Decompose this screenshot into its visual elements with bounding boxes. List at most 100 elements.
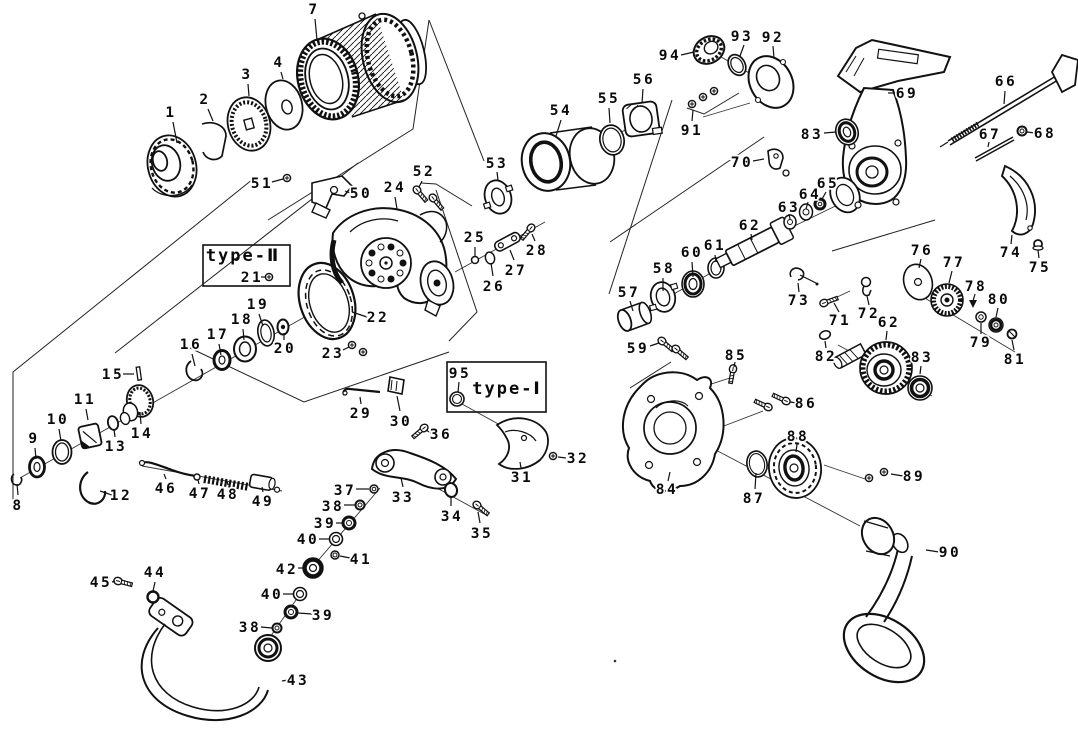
part-label-78: 78 — [963, 277, 987, 302]
svg-text:40: 40 — [261, 587, 283, 603]
svg-text:38: 38 — [322, 499, 344, 515]
drive-gear-drawing — [832, 341, 913, 395]
screw-35-icon — [470, 498, 492, 518]
screw-89a-icon — [879, 467, 889, 477]
part-label-66: 66 — [993, 72, 1017, 105]
svg-text:63: 63 — [778, 200, 800, 216]
spring-clip-73-drawing — [789, 267, 819, 286]
part-label-62: 62 — [737, 216, 761, 241]
svg-text:34: 34 — [441, 509, 463, 525]
side-cover-drawing — [622, 371, 725, 492]
svg-text:85: 85 — [725, 348, 747, 364]
svg-text:25: 25 — [464, 230, 486, 246]
part-label-7: 7 — [307, 0, 319, 41]
screw-21-icon — [264, 272, 274, 282]
part-label-36: 36 — [425, 425, 451, 445]
screw-36-icon — [409, 421, 431, 441]
part-label-54: 54 — [548, 101, 571, 137]
svg-text:57: 57 — [618, 285, 640, 301]
part-label-87: 87 — [741, 472, 765, 509]
svg-text:66: 66 — [995, 74, 1017, 90]
screw-89b-icon — [864, 473, 874, 483]
svg-text:52: 52 — [413, 164, 435, 180]
part-label-24: 24 — [382, 178, 406, 210]
svg-text:93: 93 — [731, 29, 753, 45]
svg-text:35: 35 — [471, 526, 493, 542]
svg-text:74: 74 — [1000, 245, 1022, 261]
svg-text:53: 53 — [486, 156, 508, 172]
nut-75-icon — [1032, 239, 1044, 251]
svg-text:83: 83 — [801, 127, 823, 143]
part-label-60: 60 — [679, 243, 703, 278]
svg-text:55: 55 — [598, 91, 620, 107]
rotor-nut-cap-drawing — [692, 35, 795, 109]
svg-text:23: 23 — [322, 346, 344, 362]
part-label-90: 90 — [925, 543, 960, 563]
svg-text:18: 18 — [231, 312, 253, 328]
anti-reverse-clutch-drawing — [520, 100, 663, 192]
part-label-22: 22 — [351, 308, 388, 328]
svg-text:78: 78 — [965, 279, 987, 295]
part-label-48: 48 — [215, 480, 238, 505]
guide-rod-67-drawing — [974, 136, 1015, 162]
screw-59b-icon — [669, 342, 691, 362]
part-label-15: 15 — [100, 365, 134, 385]
part-label-23: 23 — [320, 344, 350, 364]
svg-text:51: 51 — [251, 176, 273, 192]
part-label-41: 41 — [339, 550, 371, 570]
part-label-1: 1 — [164, 103, 178, 144]
kick-lever-27-drawing — [493, 231, 521, 252]
part-label-17: 17 — [205, 325, 229, 356]
svg-text:84: 84 — [656, 482, 678, 498]
svg-text:16: 16 — [180, 337, 202, 353]
svg-text:79: 79 — [970, 335, 992, 351]
part-label-12: 12 — [99, 486, 131, 506]
svg-text:14: 14 — [131, 426, 153, 442]
svg-text:91: 91 — [681, 123, 703, 139]
svg-text:40: 40 — [297, 532, 319, 548]
svg-text:67: 67 — [979, 127, 1001, 143]
part-label-86: 86 — [789, 394, 816, 414]
svg-text:76: 76 — [911, 243, 933, 259]
svg-text:47: 47 — [189, 486, 211, 502]
svg-text:77: 77 — [943, 255, 965, 271]
part-label-13: 13 — [103, 428, 126, 457]
line-roller-stack-drawing — [271, 484, 379, 634]
svg-text:19: 19 — [247, 297, 269, 313]
part-label-16: 16 — [178, 335, 202, 367]
screw-86b-icon — [752, 396, 775, 413]
svg-text:89: 89 — [903, 469, 925, 485]
svg-text:3: 3 — [241, 67, 252, 83]
svg-text:42: 42 — [276, 562, 298, 578]
part-label-18: 18 — [229, 310, 253, 341]
part-label-3: 3 — [240, 65, 252, 97]
part-label-91: 91 — [679, 109, 703, 141]
svg-text:29: 29 — [350, 406, 372, 422]
svg-text:87: 87 — [743, 491, 765, 507]
svg-text:17: 17 — [207, 327, 229, 343]
screw-91b-icon — [698, 92, 708, 102]
handle-drawing — [842, 516, 926, 684]
screw-91c-icon — [709, 86, 719, 96]
svg-text:39: 39 — [314, 516, 336, 532]
part-label-95: 95 — [447, 364, 470, 393]
rotor-brake-74-drawing — [1000, 164, 1036, 236]
part-label-30: 30 — [388, 395, 411, 432]
svg-text:24: 24 — [384, 180, 406, 196]
collar-30-drawing — [387, 376, 405, 395]
part-label-55: 55 — [596, 89, 620, 124]
svg-text:11: 11 — [74, 392, 96, 408]
part-label-89: 89 — [890, 467, 925, 487]
svg-text:80: 80 — [988, 292, 1010, 308]
svg-text:62: 62 — [739, 218, 761, 234]
part-label-59: 59 — [625, 339, 660, 359]
part-label-57: 57 — [616, 283, 640, 312]
screw-51-icon — [282, 173, 292, 183]
svg-text:92: 92 — [762, 30, 784, 46]
svg-text:60: 60 — [681, 245, 703, 261]
part-label-63: 63 — [776, 198, 800, 220]
part-label-52: 52 — [411, 162, 435, 188]
part-label-65: 65 — [815, 174, 838, 202]
part-label-76: 76 — [909, 241, 933, 269]
